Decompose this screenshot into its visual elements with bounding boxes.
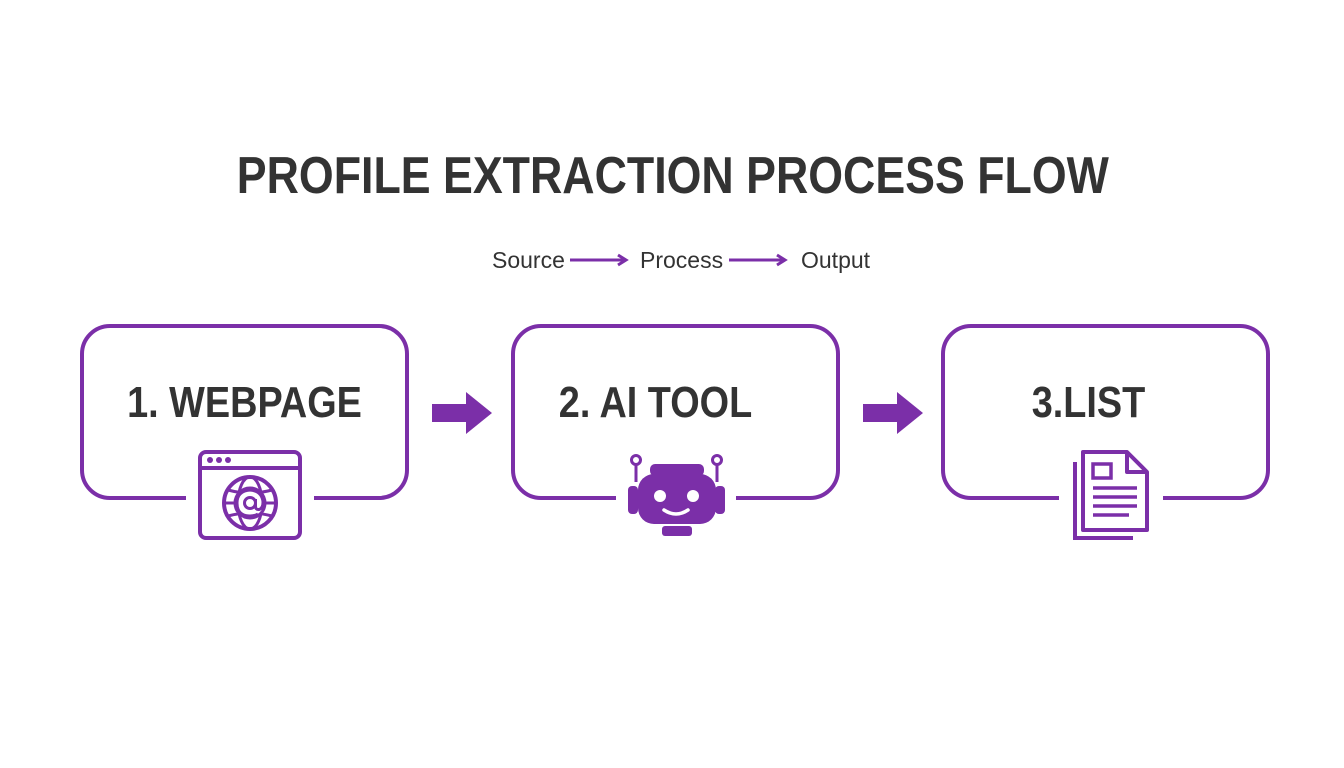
step-list-box: 3.LIST (941, 324, 1270, 500)
legend-output: Output (801, 247, 871, 273)
step-label: 2. AI TOOL (558, 378, 753, 427)
step-label: 1. WEBPAGE (127, 378, 362, 427)
legend-arrow-icon (570, 253, 629, 267)
robot-icon (616, 450, 736, 542)
legend-process: Process (640, 247, 724, 273)
flow-arrow-icon (863, 392, 923, 434)
step-label: 3.LIST (1031, 378, 1146, 427)
legend-arrow-icon (729, 253, 788, 267)
diagram-title: PROFILE EXTRACTION PROCESS FLOW (236, 147, 1109, 205)
flow-arrow-icon (432, 392, 492, 434)
legend-source: Source (492, 247, 565, 273)
browser-globe-at-icon (186, 446, 314, 542)
legend: Source Process Output (0, 244, 1344, 276)
document-list-icon (1059, 448, 1163, 542)
